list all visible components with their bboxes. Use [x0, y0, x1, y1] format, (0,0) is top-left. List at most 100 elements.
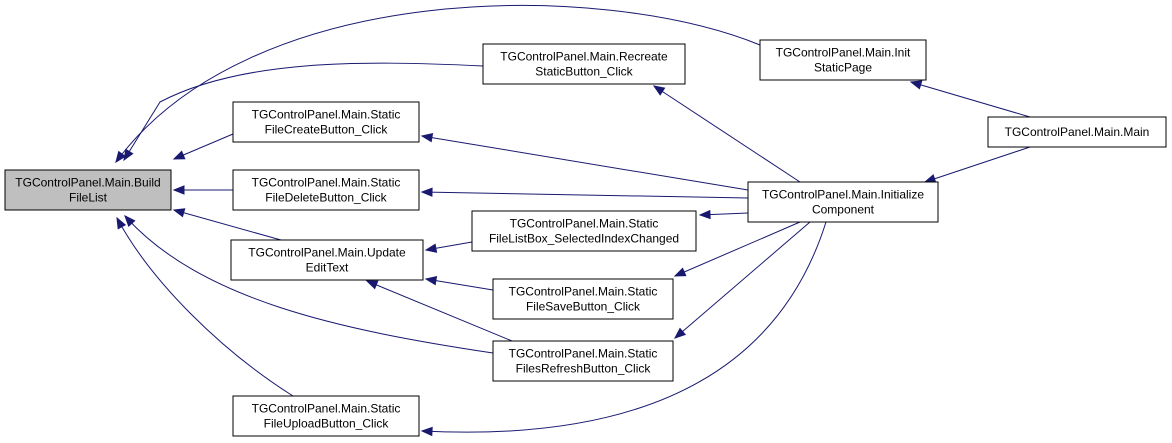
edge-main-to-initialize_component — [923, 146, 1031, 184]
node-label-line: StaticButton_Click — [535, 65, 633, 79]
arrowhead — [673, 267, 687, 277]
arrowhead — [424, 243, 438, 253]
node-static-upload[interactable]: TGControlPanel.Main.StaticFileUploadButt… — [232, 395, 420, 437]
edge-line — [425, 278, 494, 291]
node-label-line: TGControlPanel.Main.Recreate — [500, 50, 668, 64]
node-label-line: TGControlPanel.Main.Static — [510, 217, 659, 231]
edge-init_static_page-to-build_file_list — [115, 5, 761, 164]
edge-initialize_component-to-static_delete — [420, 187, 749, 199]
arrowhead — [923, 174, 937, 184]
arrowhead — [420, 426, 433, 437]
arrowhead — [116, 216, 127, 230]
arrowhead — [123, 148, 134, 162]
edge-static_refresh-to-build_file_list — [124, 214, 494, 354]
edge-line — [115, 5, 761, 163]
arrowhead — [909, 80, 923, 90]
node-static-listbox[interactable]: TGControlPanel.Main.StaticFileListBox_Se… — [471, 210, 697, 252]
node-label-line: TGControlPanel.Main.Initialize — [762, 188, 924, 202]
node-label-line: TGControlPanel.Main.Main — [1005, 125, 1150, 139]
edge-recreate_static-to-build_file_list — [123, 62, 484, 162]
node-box — [471, 210, 697, 252]
edge-initialize_component-to-static_refresh — [673, 221, 811, 339]
node-static-delete[interactable]: TGControlPanel.Main.StaticFileDeleteButt… — [232, 169, 420, 211]
node-box — [492, 278, 674, 320]
arrowhead — [172, 208, 186, 218]
node-label-line: TGControlPanel.Main.Static — [509, 347, 658, 361]
node-label-line: EditText — [306, 261, 349, 275]
edge-line — [910, 81, 1031, 118]
node-label-line: FileListBox_SelectedIndexChanged — [489, 232, 679, 246]
edge-line — [124, 215, 494, 354]
edge-static_create-to-build_file_list — [172, 133, 234, 160]
edge-static_refresh-to-update_edit_text — [365, 280, 513, 342]
node-recreate-static[interactable]: TGControlPanel.Main.RecreateStaticButton… — [482, 43, 686, 85]
node-label-line: TGControlPanel.Main.Static — [252, 108, 401, 122]
edge-static_upload-to-build_file_list — [116, 216, 294, 397]
edge-line — [123, 62, 484, 161]
node-box — [232, 101, 420, 143]
arrowhead — [172, 185, 185, 195]
node-label-line: FileUploadButton_Click — [264, 417, 390, 431]
node-box — [987, 116, 1167, 148]
node-box — [232, 169, 420, 211]
edge-static_save-to-update_edit_text — [424, 276, 494, 291]
arrowhead — [365, 280, 379, 290]
edge-line — [173, 133, 234, 160]
arrowhead — [652, 85, 666, 96]
edge-update_edit_text-to-build_file_list — [172, 208, 282, 241]
arrowhead — [172, 150, 186, 160]
edge-line — [116, 217, 294, 397]
node-label-line: TGControlPanel.Main.Init — [776, 46, 911, 60]
node-box — [482, 43, 686, 85]
arrowhead — [698, 209, 711, 220]
node-label-line: FileDeleteButton_Click — [265, 191, 387, 205]
node-label-line: FileSaveButton_Click — [526, 300, 641, 314]
node-label-line: Component — [812, 203, 875, 217]
arrowhead — [420, 133, 434, 143]
edge-line — [653, 85, 801, 183]
edges-layer — [115, 5, 1031, 437]
edge-main-to-init_static_page — [909, 80, 1031, 118]
node-static-save[interactable]: TGControlPanel.Main.StaticFileSaveButton… — [492, 278, 674, 320]
edge-line — [421, 221, 827, 433]
edge-line — [173, 209, 282, 241]
edge-initialize_component-to-recreate_static — [652, 85, 801, 183]
nodes-layer: TGControlPanel.Main.BuildFileListTGContr… — [4, 39, 1167, 437]
arrowhead — [424, 276, 438, 286]
node-box — [747, 181, 939, 223]
node-label-line: TGControlPanel.Main.Build — [15, 176, 160, 190]
node-box — [232, 395, 420, 437]
edge-line — [366, 280, 513, 342]
node-static-refresh[interactable]: TGControlPanel.Main.StaticFilesRefreshBu… — [492, 340, 674, 382]
edge-initialize_component-to-static_save — [673, 221, 801, 277]
edge-initialize_component-to-static_create — [420, 133, 749, 191]
node-label-line: TGControlPanel.Main.Update — [248, 246, 406, 260]
node-label-line: TGControlPanel.Main.Static — [252, 402, 401, 416]
node-label-line: TGControlPanel.Main.Static — [509, 285, 658, 299]
node-box — [230, 239, 424, 281]
edge-initialize_component-to-static_listbox — [698, 209, 749, 220]
edge-initialize_component-to-static_upload — [420, 221, 827, 437]
edge-line — [421, 191, 749, 199]
node-box — [492, 340, 674, 382]
arrowhead — [420, 187, 433, 197]
node-static-create[interactable]: TGControlPanel.Main.StaticFileCreateButt… — [232, 101, 420, 143]
edge-line — [421, 135, 749, 191]
edge-line — [674, 221, 811, 339]
edge-static_delete-to-build_file_list — [172, 185, 233, 195]
node-box — [4, 169, 172, 211]
node-box — [759, 39, 927, 81]
node-label-line: FileCreateButton_Click — [265, 123, 389, 137]
node-label-line: FileList — [69, 191, 108, 205]
arrowhead — [673, 327, 687, 339]
node-main[interactable]: TGControlPanel.Main.Main — [987, 116, 1167, 148]
edge-line — [924, 146, 1031, 183]
node-label-line: FilesRefreshButton_Click — [516, 362, 652, 376]
node-label-line: TGControlPanel.Main.Static — [252, 176, 401, 190]
edge-line — [674, 221, 801, 277]
edge-static_listbox-to-update_edit_text — [424, 241, 473, 253]
